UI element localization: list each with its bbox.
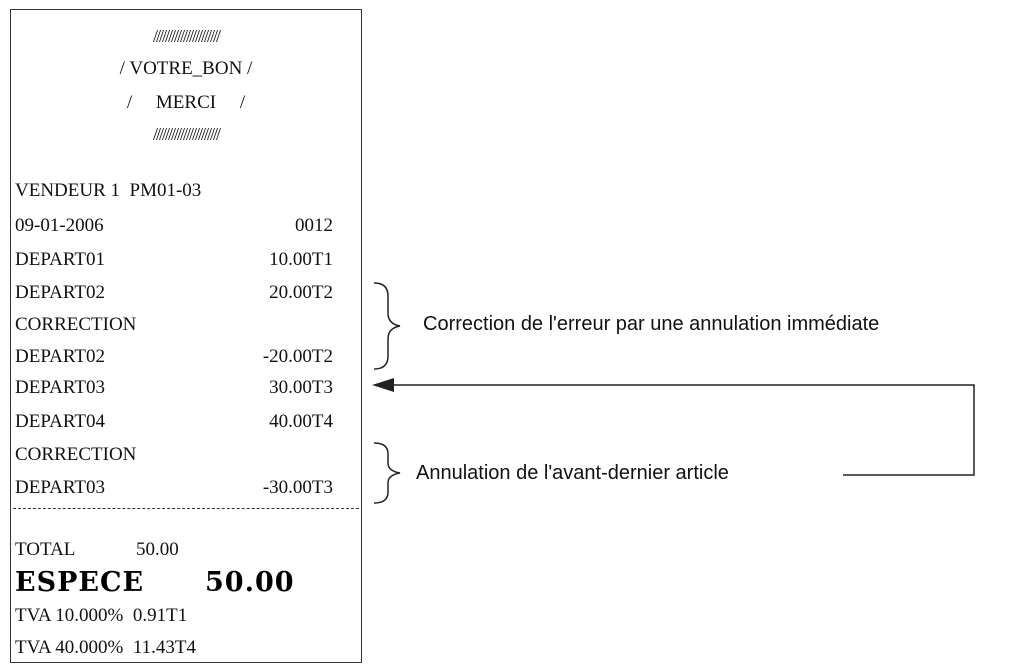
- line-item-label: CORRECTION: [15, 314, 137, 335]
- annotation-previous-item-cancel: Annulation de l'avant-dernier article: [416, 462, 729, 484]
- receipt-date: 09-01-2006: [15, 215, 104, 236]
- line-item-label: DEPART01: [15, 249, 106, 270]
- line-item: DEPART02 20.00T2: [15, 282, 333, 306]
- total-label: TOTAL: [15, 539, 76, 560]
- line-item: CORRECTION: [15, 314, 333, 338]
- line-item-value: 40.00T4: [269, 411, 333, 432]
- receipt-header-line: //////////////////////: [152, 26, 221, 46]
- total-value: 50.00: [136, 539, 179, 560]
- receipt-header-line: / VOTRE_BON /: [119, 58, 253, 79]
- line-item-label: DEPART04: [15, 411, 106, 432]
- connector-line: [392, 384, 975, 476]
- payment-label: ESPECE: [15, 567, 145, 598]
- line-item: DEPART04 40.00T4: [15, 411, 333, 435]
- line-item-value: -30.00T3: [262, 477, 333, 498]
- line-item-label: DEPART03: [15, 377, 106, 398]
- vendor-line: VENDEUR 1 PM01-03: [15, 180, 202, 201]
- tax-line: TVA 40.000% 11.43T4: [15, 637, 197, 658]
- line-item-label: DEPART02: [15, 282, 106, 303]
- line-item-label: DEPART03: [15, 477, 106, 498]
- receipt-header-line: / MERCI /: [126, 92, 246, 113]
- payment-value: 50.00: [205, 567, 295, 598]
- arrow-head: [372, 378, 394, 392]
- line-item-value: -20.00T2: [262, 346, 333, 367]
- line-item: CORRECTION: [15, 444, 333, 468]
- receipt-header-line: //////////////////////: [152, 124, 221, 144]
- curly-brace-upper: [373, 282, 401, 370]
- line-item: DEPART01 10.00T1: [15, 249, 333, 273]
- curly-brace-lower: [373, 442, 401, 504]
- tax-line: TVA 10.000% 0.91T1: [15, 605, 188, 626]
- annotation-immediate-correction: Correction de l'erreur par une annulatio…: [423, 313, 880, 335]
- dashed-separator: [13, 508, 359, 509]
- receipt: ////////////////////// / VOTRE_BON / / M…: [10, 9, 362, 663]
- receipt-number: 0012: [295, 215, 333, 236]
- line-item-value: 10.00T1: [269, 249, 333, 270]
- date-row: 09-01-2006 0012: [15, 215, 333, 239]
- line-item-value: 20.00T2: [269, 282, 333, 303]
- line-item-value: 30.00T3: [269, 377, 333, 398]
- line-item-label: CORRECTION: [15, 444, 137, 465]
- line-item: DEPART03 -30.00T3: [15, 477, 333, 501]
- line-item: DEPART03 30.00T3: [15, 377, 333, 401]
- line-item-label: DEPART02: [15, 346, 106, 367]
- line-item: DEPART02 -20.00T2: [15, 346, 333, 370]
